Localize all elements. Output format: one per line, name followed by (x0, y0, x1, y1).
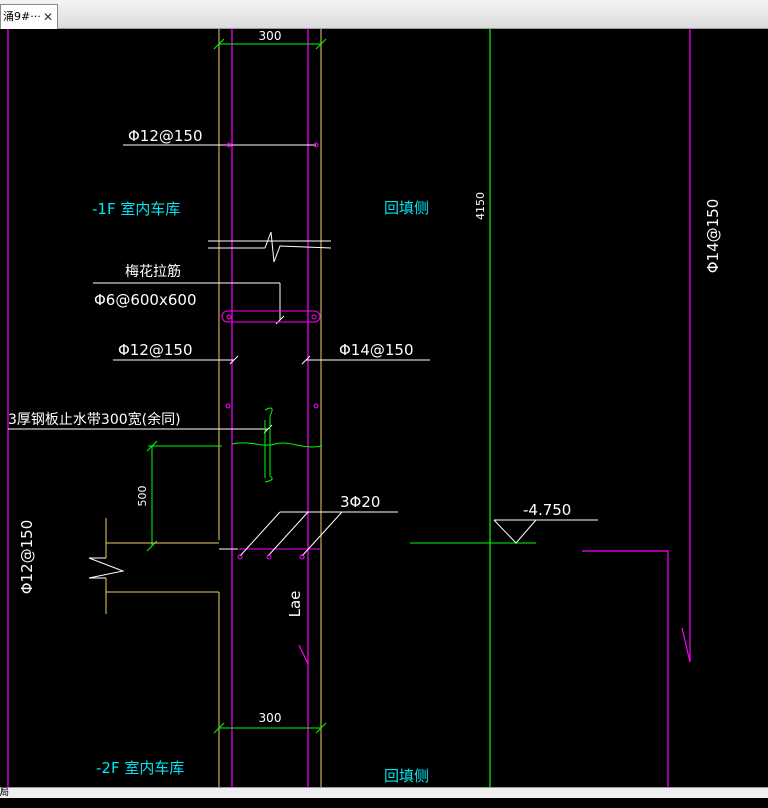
tie-bar-title-text: 梅花拉筋 (125, 263, 181, 280)
close-icon[interactable]: ✕ (43, 10, 54, 24)
callout-rebar-outer: Φ14@150 (301, 341, 430, 365)
slab (88, 518, 219, 614)
rebar-dots (225, 403, 319, 409)
magenta-hook-center (298, 644, 309, 665)
waterstop-text: 3厚钢板止水带300宽(余同) (8, 411, 181, 428)
callout-rebar-top: Φ12@150 (123, 127, 319, 148)
wall-lines (7, 29, 691, 787)
break-line-upper (208, 231, 332, 263)
magenta-hook-right (681, 627, 691, 663)
callout-waterstop: 3厚钢板止水带300宽(余同) (8, 407, 323, 483)
backfill-upper-label: 回填侧 (384, 199, 429, 217)
cad-drawing-canvas[interactable]: 300 Φ12@150 -1F 室内车库 回填侧 4150 Φ14@150 梅花… (0, 29, 768, 787)
anchor-text: Lae (286, 591, 304, 618)
room-lower-label: -2F 室内车库 (96, 759, 184, 777)
document-tab-title: 涌9#··· (3, 10, 41, 23)
rebar-top-left-text: Φ12@150 (128, 127, 203, 145)
dim-height-text: 4150 (474, 192, 487, 220)
dim-bottom-text: 300 (259, 711, 282, 725)
document-tab-bar: 涌9#··· ✕ (0, 0, 768, 29)
tie-bar-spec-text: Φ6@600x600 (94, 291, 197, 309)
room-upper-label: -1F 室内车库 (92, 200, 180, 218)
rebar-right-vertical-text: Φ14@150 (704, 199, 722, 274)
magenta-step-line (582, 550, 669, 787)
bottom-bars-text: 3Φ20 (340, 493, 380, 511)
dimension-500: 500 (136, 440, 222, 552)
dimension-bottom: 300 (213, 711, 327, 734)
document-tab[interactable]: 涌9#··· ✕ (0, 4, 58, 29)
dimension-top: 300 (213, 29, 327, 50)
callout-bottom-bars: 3Φ20 (219, 493, 398, 560)
callout-tie-bar: 梅花拉筋 Φ6@600x600 (93, 263, 321, 325)
rebar-left-vertical-text: Φ12@150 (18, 520, 36, 595)
dim-500-text: 500 (136, 486, 149, 507)
layout-status-bar: 局1 / (0, 787, 768, 808)
backfill-lower-label: 回填侧 (384, 767, 429, 785)
rebar-outer-text: Φ14@150 (339, 341, 414, 359)
dim-top-text: 300 (259, 29, 282, 43)
elevation-text: -4.750 (523, 501, 571, 519)
callout-rebar-inner: Φ12@150 (113, 341, 239, 365)
rebar-inner-text: Φ12@150 (118, 341, 193, 359)
elevation-marker: -4.750 (410, 501, 598, 544)
